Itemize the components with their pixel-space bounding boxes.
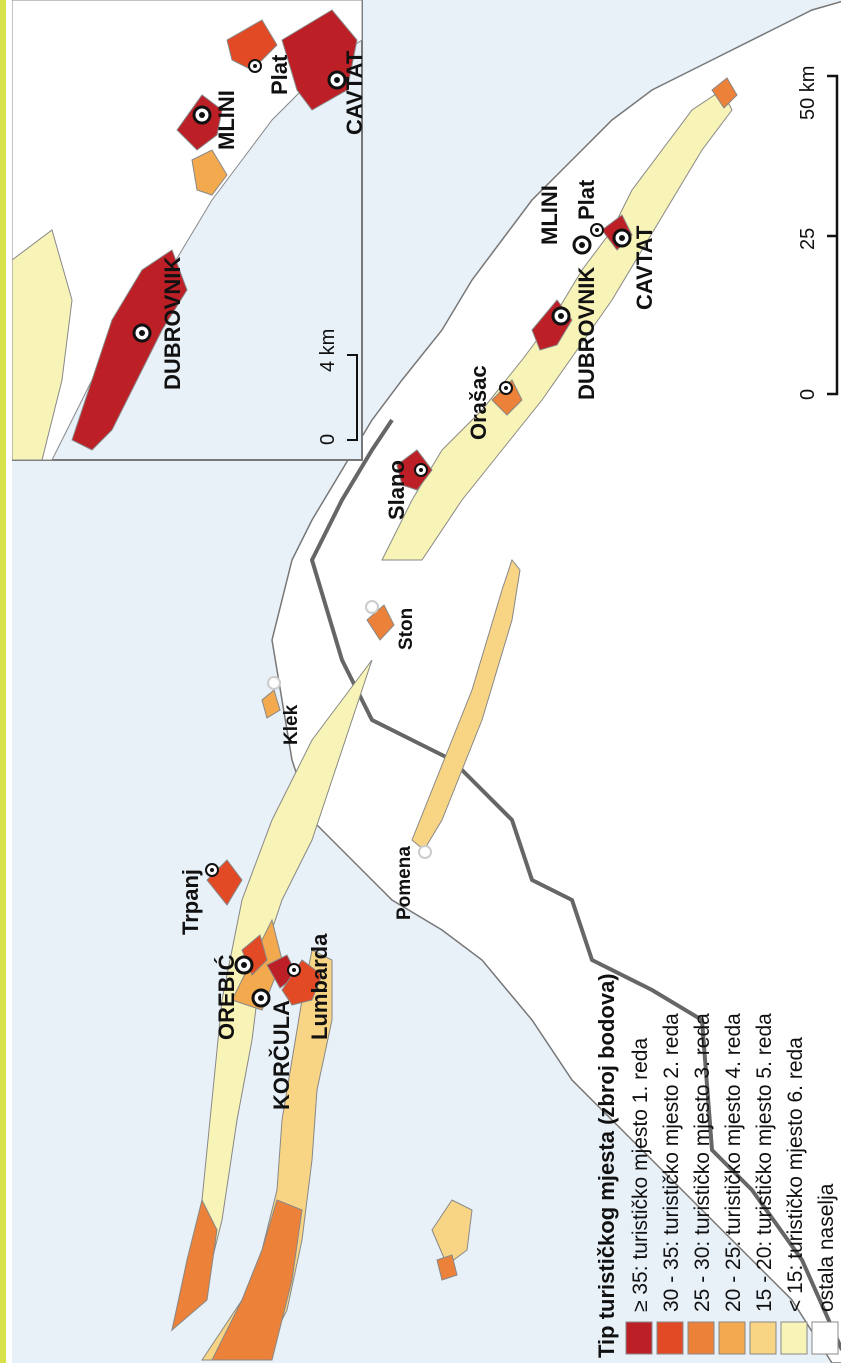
legend-swatch xyxy=(718,1321,746,1355)
place-lumbarda: Lumbarda xyxy=(287,933,332,1040)
legend-label: < 15: turističko mjesto 6. reda xyxy=(784,1037,807,1312)
inset-coast-yellow xyxy=(12,229,73,461)
inset-plat xyxy=(226,19,278,71)
legend-swatch xyxy=(656,1321,684,1355)
legend-swatch xyxy=(811,1321,839,1355)
legend: Tip turističkog mjesta (zbroj bodova) ≥ … xyxy=(594,973,839,1358)
svg-text:CAVTAT: CAVTAT xyxy=(632,225,657,310)
svg-text:MLINI: MLINI xyxy=(537,185,562,245)
place-plat: Plat xyxy=(574,179,604,237)
legend-label: 30 - 35: turističko mjesto 2. reda xyxy=(660,1013,683,1312)
place-klek: Klek xyxy=(267,676,302,745)
svg-text:OREBIĆ: OREBIĆ xyxy=(214,954,239,1040)
inset-map xyxy=(12,0,363,461)
inset-mlini-orange xyxy=(191,149,228,196)
main-scale-bar: 0 25 50 km xyxy=(797,66,839,400)
legend-title: Tip turističkog mjesta (zbroj bodova) xyxy=(594,973,619,1358)
legend-label: 15 - 20: turističko mjesto 5. reda xyxy=(753,1013,776,1312)
legend-items: ≥ 35: turističko mjesto 1. reda 30 - 35: … xyxy=(625,1013,839,1355)
svg-text:0: 0 xyxy=(797,389,819,400)
legend-label: ostala naselja xyxy=(815,1183,838,1312)
map-canvas: DUBROVNIK MLINI Plat CAVTAT 0 4 km DUBRO… xyxy=(12,0,841,1363)
peljesac xyxy=(171,659,373,1332)
mainland xyxy=(271,0,841,1363)
inset-dubrovnik xyxy=(71,249,188,451)
svg-text:Slano: Slano xyxy=(384,460,409,520)
inset-place-plat: Plat xyxy=(248,54,292,95)
place-korcula: KORČULA xyxy=(251,988,294,1110)
ston-area xyxy=(366,604,395,641)
legend-label: 20 - 25: turističko mjesto 4. reda xyxy=(722,1013,745,1312)
country-border xyxy=(309,418,841,1351)
svg-text:Trpanj: Trpanj xyxy=(178,869,203,935)
peljesac-tip xyxy=(171,1198,218,1332)
svg-text:Lumbarda: Lumbarda xyxy=(307,933,332,1040)
korcula-island xyxy=(201,949,333,1361)
svg-text:DUBROVNIK: DUBROVNIK xyxy=(574,267,599,400)
legend-swatch xyxy=(780,1321,808,1355)
svg-text:MLINI: MLINI xyxy=(214,90,239,150)
place-trpanj: Trpanj xyxy=(178,863,219,935)
svg-text:4 km: 4 km xyxy=(317,329,339,372)
legend-label: ≥ 35: turističko mjesto 1. reda xyxy=(629,1038,652,1312)
place-mlini: MLINI xyxy=(537,185,592,255)
svg-text:50 km: 50 km xyxy=(797,66,819,120)
svg-text:DUBROVNIK: DUBROVNIK xyxy=(160,257,185,390)
inset-place-dubrovnik: DUBROVNIK xyxy=(132,257,185,390)
svg-text:Plat: Plat xyxy=(574,179,599,220)
legend-swatch xyxy=(749,1321,777,1355)
klek-area xyxy=(261,689,281,719)
svg-text:Ston: Ston xyxy=(396,608,417,650)
inset-place-mlini: MLINI xyxy=(192,90,239,150)
east-tip xyxy=(711,77,738,109)
lastovo-red xyxy=(436,1254,458,1281)
place-slano: Slano xyxy=(384,460,428,520)
svg-text:Pomena: Pomena xyxy=(394,846,415,920)
svg-text:CAVTAT: CAVTAT xyxy=(342,50,367,135)
place-cavtat: CAVTAT xyxy=(612,225,657,310)
svg-text:Klek: Klek xyxy=(281,704,302,745)
mljet-island xyxy=(411,558,521,851)
legend-label: 25 - 30: turističko mjesto 3. reda xyxy=(691,1013,714,1312)
svg-text:0: 0 xyxy=(317,434,339,445)
inset-scale-bar: 0 4 km xyxy=(317,329,358,445)
legend-swatch xyxy=(625,1321,653,1355)
inset-land xyxy=(12,0,363,461)
place-pomena: Pomena xyxy=(394,845,432,920)
legend-swatch xyxy=(687,1321,715,1355)
place-ston: Ston xyxy=(365,600,417,650)
place-dubrovnik: DUBROVNIK xyxy=(551,267,599,400)
svg-text:25: 25 xyxy=(797,228,819,250)
svg-text:Orašac: Orašac xyxy=(466,365,491,440)
inset-place-cavtat: CAVTAT xyxy=(327,50,367,135)
korcula-west xyxy=(211,1199,303,1361)
svg-text:Plat: Plat xyxy=(267,54,292,95)
place-orasac: Orašac xyxy=(466,365,513,440)
place-orebic: OREBIĆ xyxy=(214,954,254,1040)
svg-text:KORČULA: KORČULA xyxy=(269,1000,294,1110)
